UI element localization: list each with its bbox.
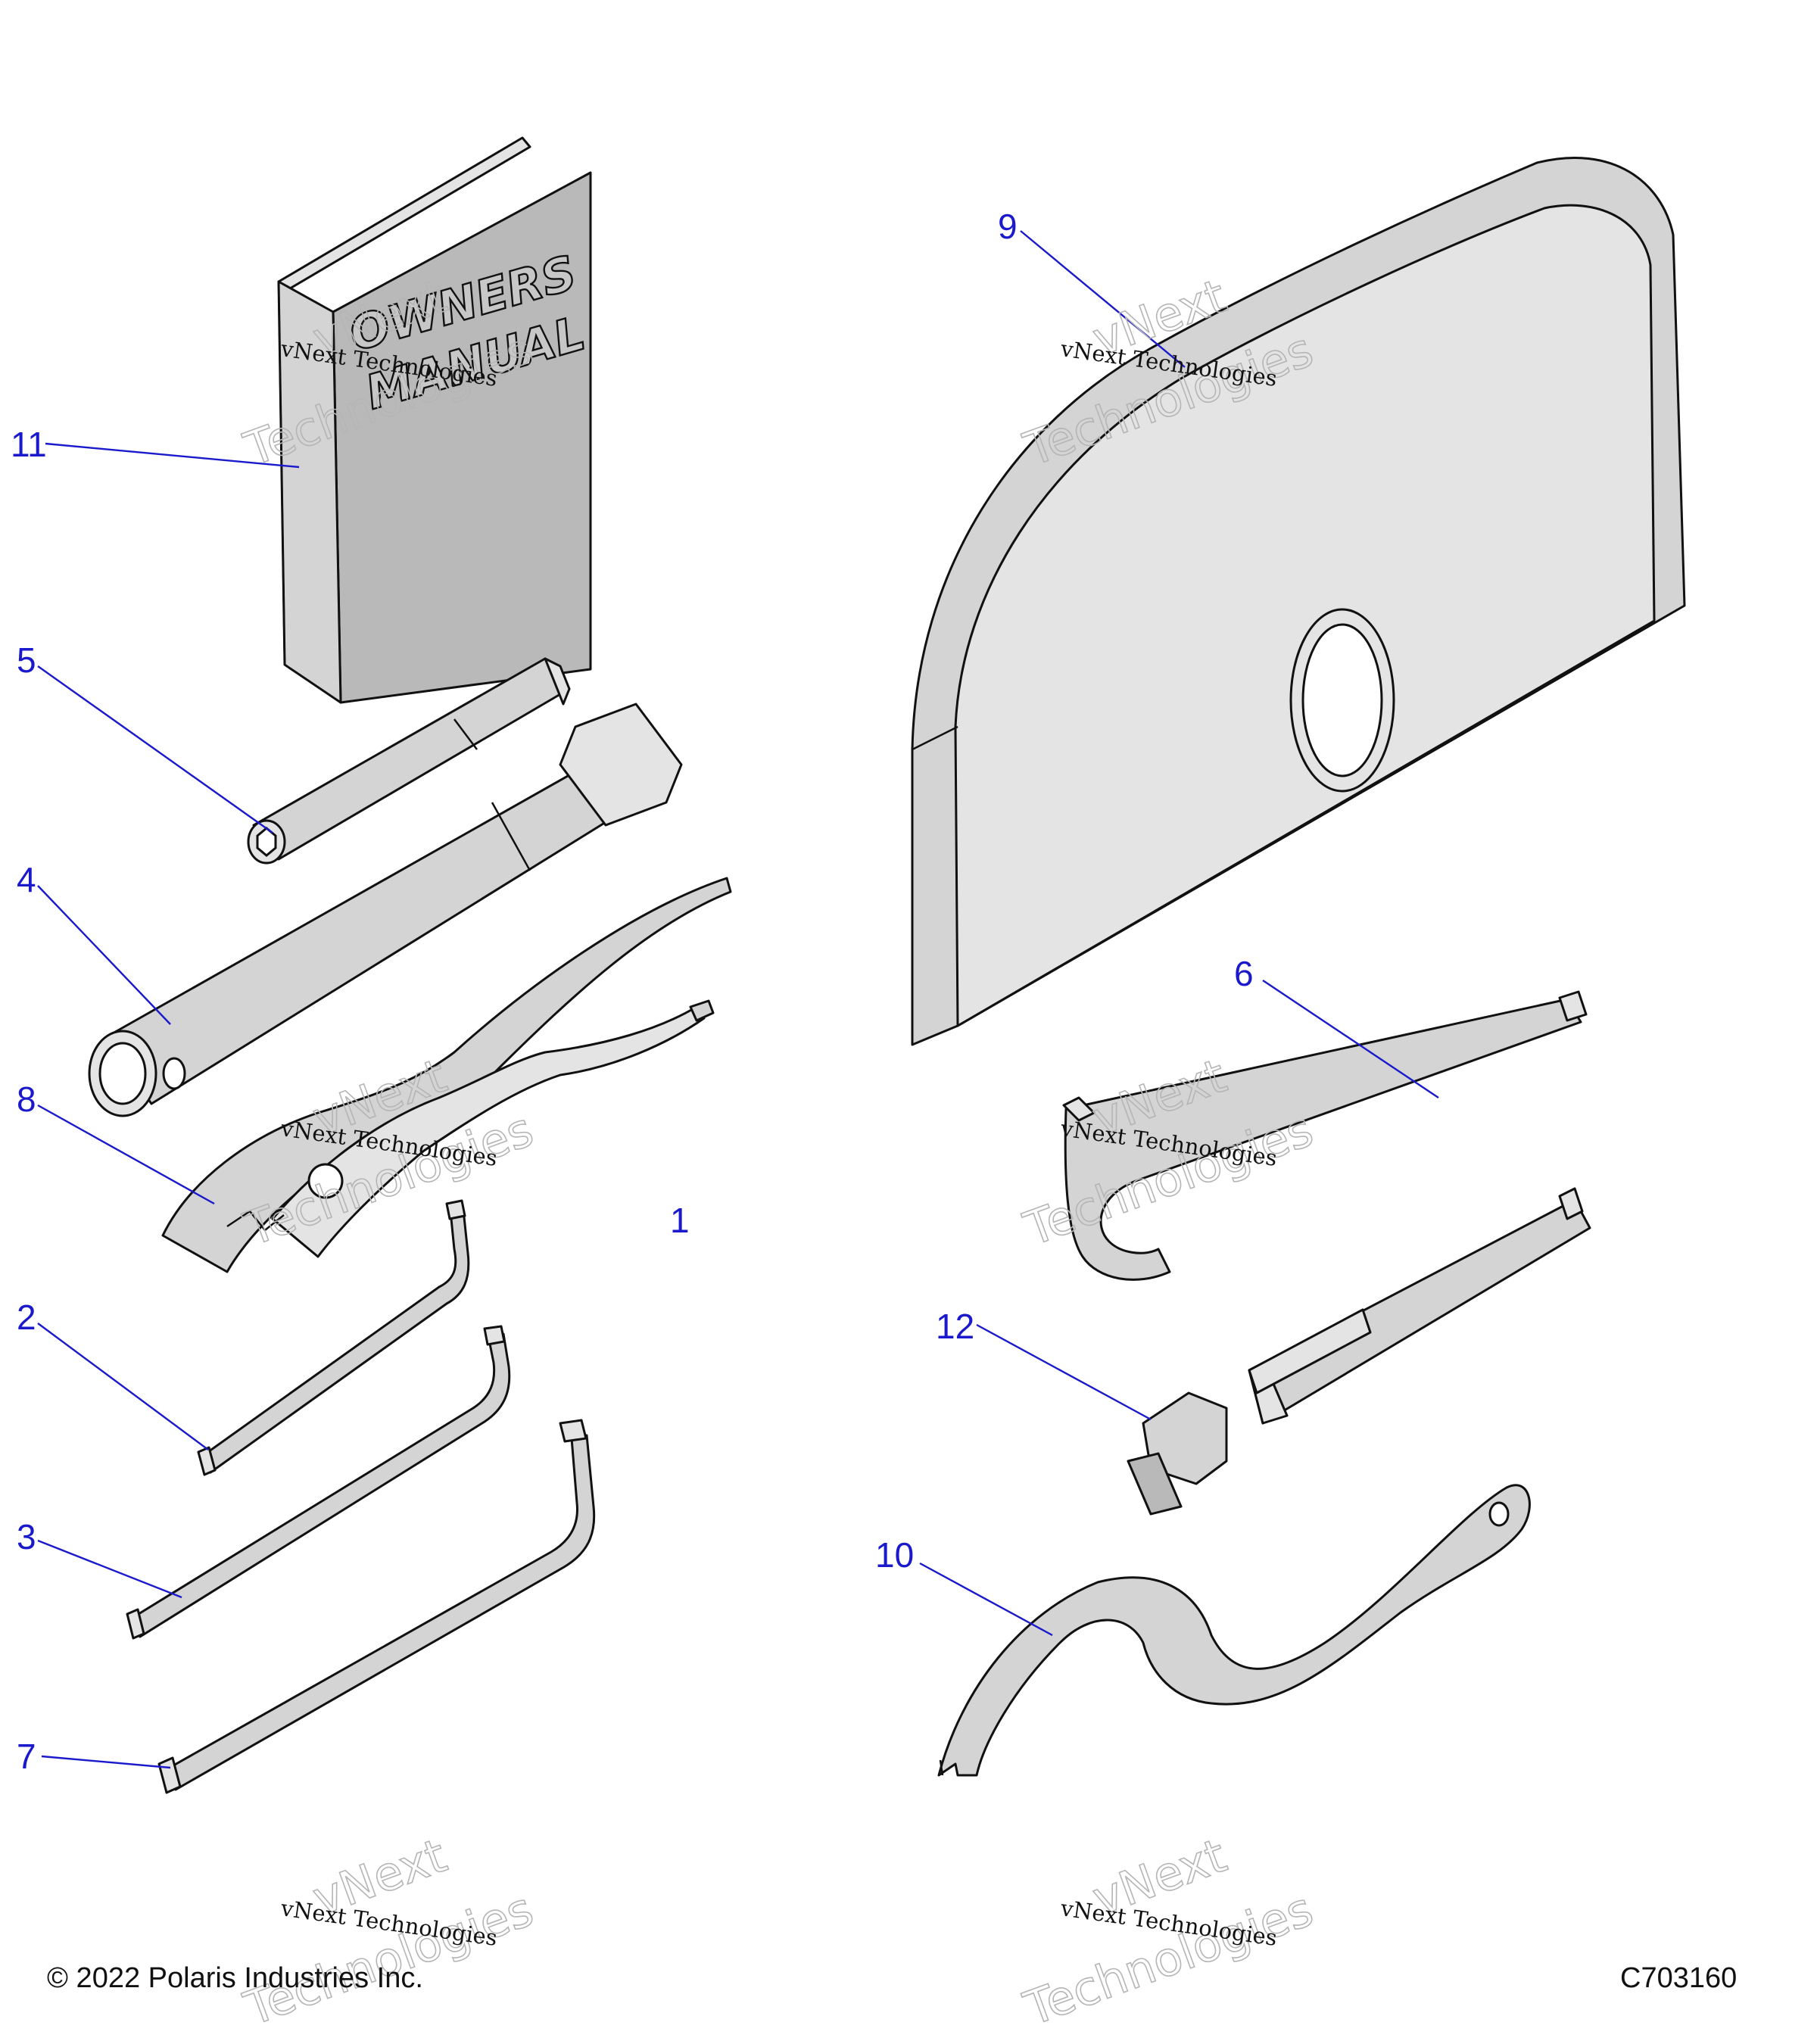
- long-hex-key: [1062, 990, 1588, 1281]
- owners-manual: OWNERS MANUAL: [277, 136, 592, 704]
- callout-numbers: 11 5 4 8 1 2 3 7 9 6 12 10: [11, 207, 1254, 1776]
- leader-10: [919, 1562, 1053, 1637]
- leader-2: [37, 1323, 209, 1450]
- callout-11: 11: [11, 425, 47, 464]
- medium-l-key: [126, 1325, 511, 1640]
- leader-12: [976, 1323, 1152, 1421]
- tool-pouch: [911, 156, 1686, 1046]
- leader-4: [37, 885, 171, 1025]
- leader-7: [41, 1755, 171, 1769]
- leader-6: [1262, 980, 1439, 1098]
- small-l-key: [197, 1199, 470, 1476]
- callout-9: 9: [998, 207, 1018, 246]
- watermark-bottom-right: vNext Technologies vNext Technologies: [1016, 1827, 1320, 2037]
- leader-8: [37, 1104, 215, 1205]
- copyright-notice: © 2022 Polaris Industries Inc.: [47, 1962, 423, 1994]
- leader-lines: [37, 230, 1439, 1769]
- leader-3: [37, 1539, 182, 1599]
- spanner-wrench: [937, 1484, 1531, 1777]
- callout-12: 12: [936, 1307, 974, 1346]
- callout-2: 2: [17, 1298, 36, 1337]
- ratchet-driver: [1127, 1187, 1591, 1516]
- callout-5: 5: [17, 640, 36, 680]
- large-tube-socket: [88, 703, 683, 1117]
- leader-11: [45, 442, 300, 469]
- pliers: [161, 877, 732, 1273]
- callout-1: 1: [670, 1201, 690, 1240]
- leader-9: [1020, 230, 1186, 368]
- small-hex-socket: [247, 657, 571, 865]
- callout-7: 7: [17, 1737, 36, 1776]
- leader-5: [37, 665, 273, 833]
- callout-10: 10: [875, 1535, 914, 1575]
- watermark-bottom-left: vNext Technologies vNext Technologies: [236, 1827, 541, 2037]
- callout-8: 8: [17, 1080, 36, 1119]
- callout-3: 3: [17, 1517, 36, 1556]
- callout-4: 4: [17, 860, 36, 899]
- callout-6: 6: [1234, 954, 1254, 993]
- diagram-code: C703160: [1620, 1962, 1737, 1994]
